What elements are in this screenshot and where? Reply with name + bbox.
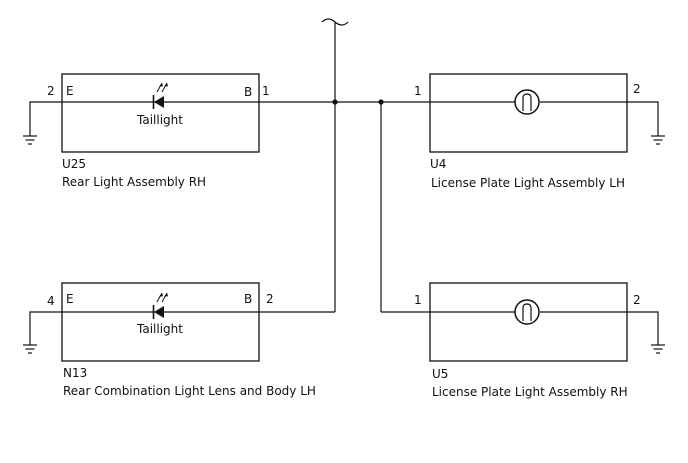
- u4-name: License Plate Light Assembly LH: [431, 176, 625, 190]
- u25-term-right: B: [244, 85, 252, 99]
- u25-element-label: Taillight: [136, 113, 183, 127]
- u4-ref: U4: [430, 157, 446, 171]
- wire-break-icon: [321, 18, 349, 26]
- wires: [29, 22, 659, 345]
- led-icon: [152, 292, 168, 319]
- u25-pin-left: 2: [47, 84, 55, 98]
- n13-box: [61, 282, 260, 362]
- u4-pin-right: 2: [633, 82, 641, 96]
- ground-icon: [23, 135, 37, 145]
- led-icon: [152, 82, 168, 109]
- n13-pin-right: 2: [266, 292, 274, 306]
- u4-box: [429, 73, 628, 153]
- n13-element-label: Taillight: [136, 322, 183, 336]
- u5-ref: U5: [432, 367, 448, 381]
- n13-term-right: B: [244, 292, 252, 306]
- junction-dot: [378, 99, 384, 105]
- lamp-icon: [514, 299, 540, 325]
- lamp-icon: [514, 89, 540, 115]
- u5-pin-left: 1: [414, 293, 422, 307]
- u5-box: [429, 282, 628, 362]
- u5-name: License Plate Light Assembly RH: [432, 385, 628, 399]
- u4-ground-wire: [627, 101, 659, 136]
- ground-icon: [23, 344, 37, 354]
- n13-name: Rear Combination Light Lens and Body LH: [63, 384, 316, 398]
- ground-icon: [651, 135, 665, 145]
- junction-dot: [332, 99, 338, 105]
- u25-pin-right: 1: [262, 84, 270, 98]
- u25-name: Rear Light Assembly RH: [62, 175, 206, 189]
- u5-pin-right: 2: [633, 293, 641, 307]
- n13-ground-wire: [29, 311, 62, 345]
- n13-ref: N13: [63, 366, 87, 380]
- n13-pin-left: 4: [47, 294, 55, 308]
- ground-icon: [651, 344, 665, 354]
- u25-ref: U25: [62, 157, 86, 171]
- u25-box: [61, 73, 260, 153]
- u25-term-left: E: [66, 84, 74, 98]
- u25-ground-wire: [29, 101, 62, 136]
- n13-term-left: E: [66, 292, 74, 306]
- u4-pin-left: 1: [414, 84, 422, 98]
- u5-ground-wire: [627, 311, 659, 345]
